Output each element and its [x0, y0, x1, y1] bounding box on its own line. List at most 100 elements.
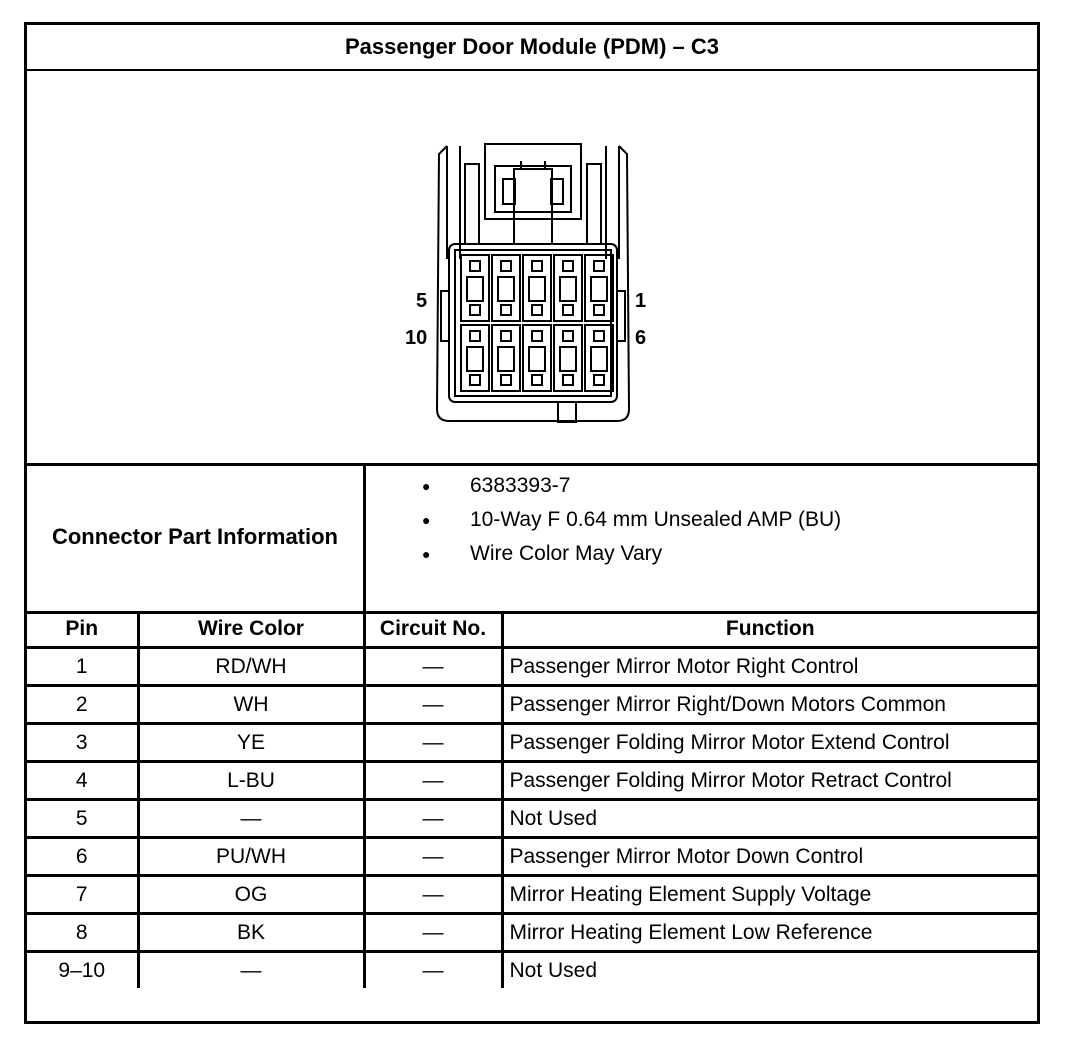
pin-latch [531, 374, 543, 386]
table-row: 8 BK — Mirror Heating Element Low Refere… [27, 912, 1037, 953]
pin-latch [562, 374, 574, 386]
column-header-circuit: Circuit No. [362, 611, 504, 649]
pin-latch [469, 330, 481, 342]
function-cell: Not Used [500, 950, 1037, 988]
connector-outline [435, 145, 631, 422]
pin-cavity [553, 324, 583, 392]
pin-latch [562, 330, 574, 342]
pin-cavity [553, 254, 583, 322]
circuit-cell: — [362, 684, 504, 725]
pin-cell: 3 [27, 722, 140, 763]
pin-cell: 5 [27, 798, 140, 839]
pin-label-5: 5 [416, 290, 428, 312]
pin-cavity [460, 324, 490, 392]
latch [484, 143, 582, 220]
pin-label-1: 1 [635, 290, 647, 312]
pin-latch [562, 304, 574, 316]
pin-cell: 6 [27, 836, 140, 877]
part-number: 6383393-7 [366, 469, 841, 503]
pin-terminal [497, 346, 515, 372]
table-row: 9–10 — — Not Used [27, 950, 1037, 988]
pin-terminal [559, 276, 577, 302]
function-cell: Not Used [500, 798, 1037, 839]
pin-latch [469, 260, 481, 272]
pin-cell: 1 [27, 646, 140, 687]
wire-color-note: Wire Color May Vary [366, 537, 841, 571]
pin-cavity [584, 324, 614, 392]
connector-part-information: Connector Part Information 6383393-7 10-… [27, 463, 1037, 614]
connector-type: 10-Way F 0.64 mm Unsealed AMP (BU) [366, 503, 841, 537]
function-cell: Passenger Folding Mirror Motor Retract C… [500, 760, 1037, 801]
pin-latch [500, 304, 512, 316]
column-header-function: Function [500, 611, 1037, 649]
function-cell: Passenger Folding Mirror Motor Extend Co… [500, 722, 1037, 763]
pinout-table: Pin Wire Color Circuit No. Function 1 RD… [27, 611, 1037, 988]
pin-cell: 9–10 [27, 950, 140, 988]
column-header-pin: Pin [27, 611, 140, 649]
page-title: Passenger Door Module (PDM) – C3 [27, 25, 1037, 71]
circuit-cell: — [362, 646, 504, 687]
wire-color-cell: YE [136, 722, 366, 763]
circuit-cell: — [362, 950, 504, 988]
pin-cavities [460, 254, 614, 392]
pin-cavity [460, 254, 490, 322]
wire-color-cell: WH [136, 684, 366, 725]
table-header-row: Pin Wire Color Circuit No. Function [27, 611, 1037, 649]
pin-latch [593, 304, 605, 316]
pin-latch [500, 374, 512, 386]
function-cell: Passenger Mirror Motor Right Control [500, 646, 1037, 687]
pin-terminal [590, 276, 608, 302]
table-row: 6 PU/WH — Passenger Mirror Motor Down Co… [27, 836, 1037, 877]
pin-cavity [491, 324, 521, 392]
pin-latch [531, 260, 543, 272]
table-row: 4 L-BU — Passenger Folding Mirror Motor … [27, 760, 1037, 801]
pin-latch [469, 304, 481, 316]
pin-latch [531, 304, 543, 316]
wire-color-cell: L-BU [136, 760, 366, 801]
circuit-cell: — [362, 874, 504, 915]
pin-cavity [584, 254, 614, 322]
pin-cell: 8 [27, 912, 140, 953]
pin-terminal [528, 346, 546, 372]
connector-face-drawing [435, 143, 631, 423]
circuit-cell: — [362, 836, 504, 877]
pin-latch [500, 330, 512, 342]
part-info-list: 6383393-7 10-Way F 0.64 mm Unsealed AMP … [366, 469, 841, 571]
wire-color-cell: — [136, 798, 366, 839]
pin-latch [500, 260, 512, 272]
circuit-cell: — [362, 722, 504, 763]
pin-latch [531, 330, 543, 342]
circuit-cell: — [362, 912, 504, 953]
table-row: 2 WH — Passenger Mirror Right/Down Motor… [27, 684, 1037, 725]
pin-terminal [528, 276, 546, 302]
pin-label-10: 10 [405, 327, 428, 349]
wire-color-cell: BK [136, 912, 366, 953]
pin-latch [593, 330, 605, 342]
pin-latch [593, 260, 605, 272]
connector-figure: 5 10 1 6 [27, 69, 1037, 466]
function-cell: Passenger Mirror Right/Down Motors Commo… [500, 684, 1037, 725]
wire-color-cell: RD/WH [136, 646, 366, 687]
circuit-cell: — [362, 798, 504, 839]
wire-color-cell: — [136, 950, 366, 988]
pin-cavity [522, 254, 552, 322]
function-cell: Passenger Mirror Motor Down Control [500, 836, 1037, 877]
table-row: 1 RD/WH — Passenger Mirror Motor Right C… [27, 646, 1037, 687]
pin-terminal [466, 346, 484, 372]
connector-sheet: Passenger Door Module (PDM) – C3 [24, 22, 1040, 1024]
pin-latch [593, 374, 605, 386]
pin-label-6: 6 [635, 327, 647, 349]
pin-terminal [497, 276, 515, 302]
pin-cavity [491, 254, 521, 322]
wire-color-cell: OG [136, 874, 366, 915]
function-cell: Mirror Heating Element Supply Voltage [500, 874, 1037, 915]
circuit-cell: — [362, 760, 504, 801]
pin-terminal [559, 346, 577, 372]
pin-cell: 7 [27, 874, 140, 915]
pin-terminal [466, 276, 484, 302]
table-row: 5 — — Not Used [27, 798, 1037, 839]
pin-cell: 2 [27, 684, 140, 725]
column-header-wire-color: Wire Color [136, 611, 366, 649]
pin-cell: 4 [27, 760, 140, 801]
wire-color-cell: PU/WH [136, 836, 366, 877]
